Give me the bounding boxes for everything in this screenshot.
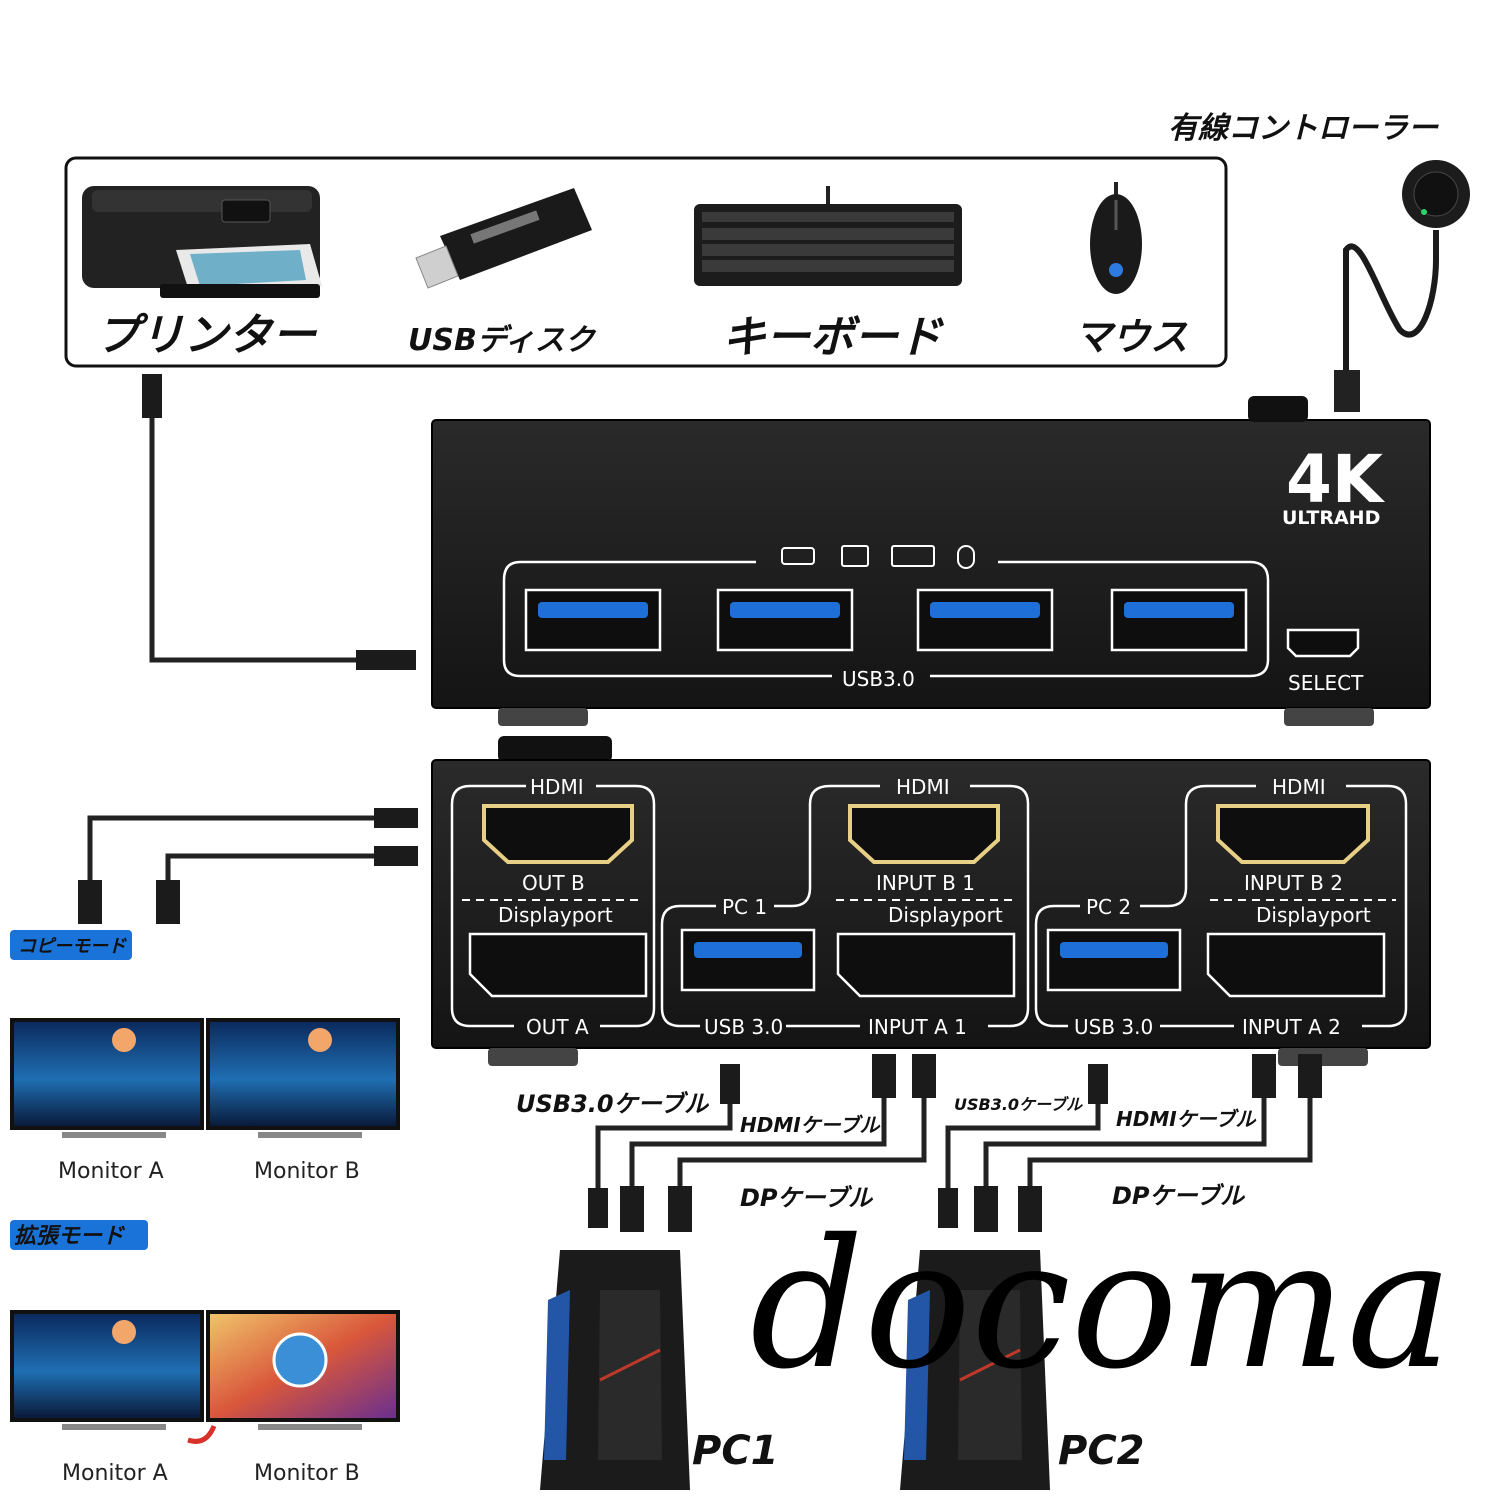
monitor-dp-cable xyxy=(165,853,380,900)
monitor-b-label-copy: Monitor B xyxy=(254,1159,360,1184)
printer-cable xyxy=(149,378,360,663)
wired-controller-icon[interactable] xyxy=(1402,160,1470,228)
hdmi-cable-label-pc1: HDMIケーブル xyxy=(740,1113,880,1137)
usb-disk-icon xyxy=(415,188,592,289)
pc2-dp-cable xyxy=(1027,1090,1313,1200)
pc1-tower-icon xyxy=(540,1250,690,1490)
usb-cable-label-pc1: USB3.0ケーブル xyxy=(516,1090,710,1118)
dp-cable-label-pc1: DPケーブル xyxy=(740,1184,874,1212)
printer-label: プリンター xyxy=(96,310,318,361)
keyboard-icon xyxy=(694,186,962,286)
printer-icon xyxy=(82,186,322,298)
dp-label-in2: Displayport xyxy=(1256,903,1371,927)
out-b-label: OUT B xyxy=(522,871,585,895)
extend-mode-label: 拡張モード xyxy=(14,1224,126,1249)
hdmi-cable-label-pc2: HDMIケーブル xyxy=(1116,1107,1256,1131)
front-usb-port[interactable] xyxy=(524,588,662,652)
mouse-icon xyxy=(1090,182,1142,294)
extend-mode-badge xyxy=(10,1220,148,1250)
front-usb-port[interactable] xyxy=(716,588,854,652)
hdmi-label-in2: HDMI xyxy=(1272,775,1326,799)
select-port[interactable] xyxy=(1286,628,1360,658)
pc2-hdmi-cable xyxy=(983,1090,1267,1200)
input-b1-label: INPUT B 1 xyxy=(876,871,975,895)
out-a-label: OUT A xyxy=(526,1015,589,1039)
keyboard-label: キーボード xyxy=(722,312,944,363)
pc1-port-label: PC 1 xyxy=(722,895,767,919)
select-label: SELECT xyxy=(1288,671,1364,695)
dp-label-out: Displayport xyxy=(498,903,613,927)
kvm-front-panel xyxy=(431,419,1431,709)
front-usb-ports xyxy=(524,588,1248,652)
brand-4k: 4K xyxy=(1286,441,1386,518)
monitor-b-extend xyxy=(206,1310,400,1430)
hdmi-input-b1-port[interactable] xyxy=(848,804,1000,864)
dp-out-a-port[interactable] xyxy=(468,932,648,998)
hdmi-label-out: HDMI xyxy=(530,775,584,799)
dp-input-a2-port[interactable] xyxy=(1206,932,1386,998)
monitor-b-label-extend: Monitor B xyxy=(254,1461,360,1486)
pc1-hdmi-cable xyxy=(629,1090,887,1200)
copy-mode-badge xyxy=(10,930,132,960)
dp-cable-label-pc2: DPケーブル xyxy=(1112,1182,1246,1210)
dp-label-in1: Displayport xyxy=(888,903,1003,927)
usb-disk-port-icon xyxy=(781,547,815,565)
pc2-usb-cable xyxy=(945,1090,1101,1200)
mouse-label: マウス xyxy=(1074,315,1188,359)
peripheral-frame xyxy=(64,156,1228,368)
monitor-a-extend xyxy=(10,1310,204,1430)
docoma-watermark: docoma xyxy=(750,1201,1453,1408)
input-b2-label: INPUT B 2 xyxy=(1244,871,1343,895)
pc1-label: PC1 xyxy=(692,1428,779,1474)
usb30-pc1-label: USB 3.0 xyxy=(704,1015,783,1039)
pc1-dp-cable xyxy=(677,1090,927,1200)
controller-cable xyxy=(1343,230,1439,380)
input-a2-label: INPUT A 2 xyxy=(1242,1015,1341,1039)
dp-input-a1-port[interactable] xyxy=(836,932,1016,998)
pc2-tower-icon xyxy=(900,1250,1050,1490)
usb-cable-label-pc2: USB3.0ケーブル xyxy=(954,1095,1083,1114)
brand-ultrahd: ULTRAHD xyxy=(1282,507,1380,529)
monitor-a-copy xyxy=(10,1018,204,1138)
usb30-front-label: USB3.0 xyxy=(842,667,915,691)
hdmi-input-b2-port[interactable] xyxy=(1216,804,1370,864)
copy-mode-label: コピーモード xyxy=(18,936,127,957)
printer-port-icon xyxy=(841,545,869,567)
usb30-pc2-label: USB 3.0 xyxy=(1074,1015,1153,1039)
pc2-port-label: PC 2 xyxy=(1086,895,1131,919)
pc1-usb-cable xyxy=(595,1090,733,1200)
input-a1-label: INPUT A 1 xyxy=(868,1015,967,1039)
extend-mode-monitors xyxy=(10,1310,400,1444)
controller-label: 有線コントローラー xyxy=(1168,111,1439,146)
copy-mode-monitors xyxy=(10,1018,400,1138)
usb-pc1-port[interactable] xyxy=(680,928,816,992)
usb-disk-label: USBディスク xyxy=(408,323,597,358)
monitor-hdmi-cable xyxy=(87,815,380,900)
usb-port-group-frame xyxy=(502,560,1270,678)
monitor-a-label-copy: Monitor A xyxy=(58,1159,164,1184)
monitor-a-label-extend: Monitor A xyxy=(62,1461,168,1486)
hdmi-label-in1: HDMI xyxy=(896,775,950,799)
mouse-port-icon xyxy=(957,545,975,569)
keyboard-port-icon xyxy=(891,545,935,567)
front-usb-port[interactable] xyxy=(1110,588,1248,652)
monitor-b-copy xyxy=(206,1018,400,1138)
pc2-label: PC2 xyxy=(1058,1428,1145,1474)
extend-arrow-icon xyxy=(187,1424,217,1444)
hdmi-out-b-port[interactable] xyxy=(482,804,634,864)
front-usb-port[interactable] xyxy=(916,588,1054,652)
usb-pc2-port[interactable] xyxy=(1046,928,1182,992)
